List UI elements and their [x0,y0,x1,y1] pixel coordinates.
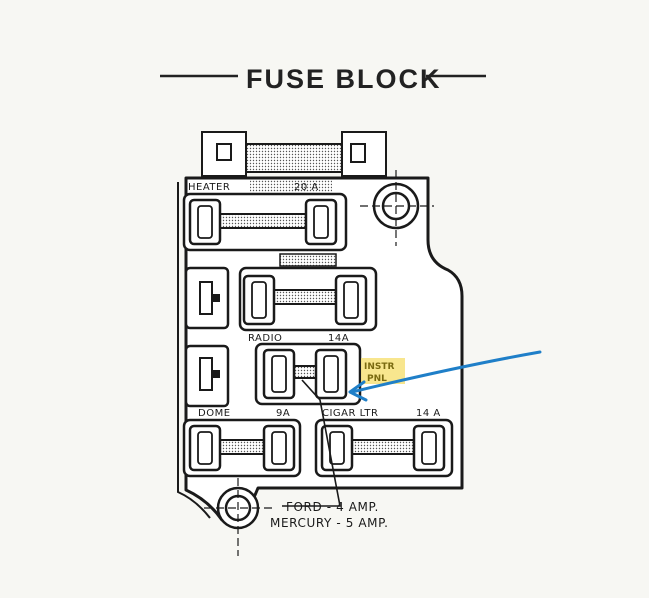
clip-slot-upper [184,266,230,330]
mount-hole-top-right [360,170,434,246]
instr-pnl-highlight [361,358,405,384]
fuse-cigar-lighter [314,418,454,478]
fuse-upper-middle [238,266,378,332]
blue-arrow [350,350,542,394]
note-ford: FORD - 4 AMP. [286,500,379,514]
diagram-title: FUSE BLOCK [246,64,442,94]
label-heater-amp: 20 A [294,182,319,193]
fuse-block-inner-outline [177,182,211,519]
label-heater: HEATER [188,182,230,193]
label-pnl: PNL [367,374,387,384]
note-mercury: MERCURY - 5 AMP. [270,516,389,530]
fuse-heater [182,192,348,252]
label-cigar-lighter: CIGAR LTR [322,408,378,419]
top-tab-left [201,131,247,177]
top-tab-right [341,131,387,177]
label-dome-amp: 9A [276,408,290,419]
heater-label-divider [250,180,332,192]
label-instr: INSTR [364,362,395,372]
label-cigar-amp: 14 A [416,408,441,419]
label-radio-amp: 14A [328,333,349,344]
top-bar [245,143,343,173]
fuse-radio-instr [254,342,362,406]
leader-line-note [282,379,341,507]
mount-hole-bottom-left [204,478,272,556]
connector-strip [279,253,337,267]
fuse-dome [182,418,302,478]
label-radio: RADIO [248,333,282,344]
clip-slot-lower [184,344,230,408]
label-dome: DOME [198,408,231,419]
blue-arrow-head [348,380,368,402]
